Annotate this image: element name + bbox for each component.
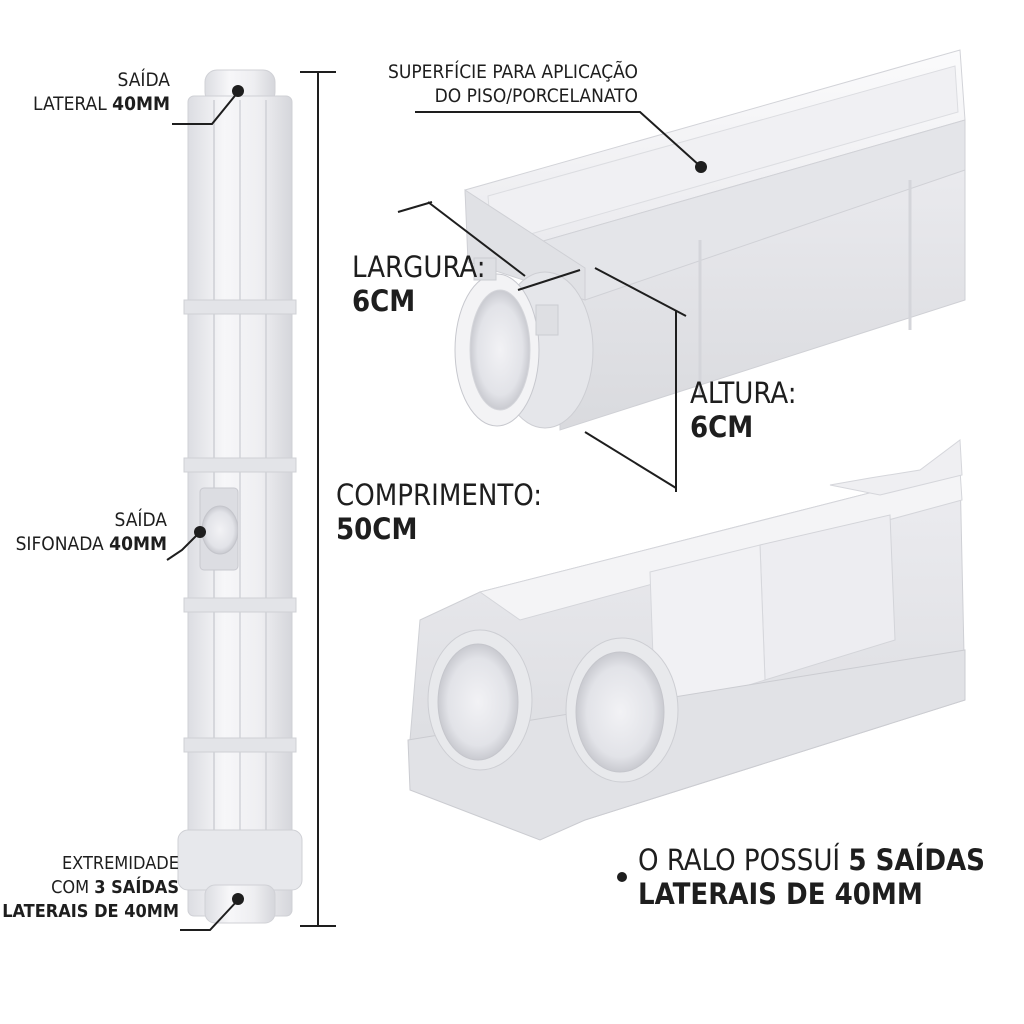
dot-extremidade [232, 893, 244, 905]
label-altura: ALTURA: 6CM [690, 376, 797, 444]
label-ralo-saidas: O RALO POSSUÍ 5 SAÍDAS LATERAIS DE 40MM [638, 843, 985, 911]
dot-ralo [617, 872, 627, 882]
annotation-dots [194, 85, 707, 905]
label-comprimento: COMPRIMENTO: 50CM [336, 478, 543, 546]
dot-superficie [695, 161, 707, 173]
label-extremidade: EXTREMIDADE COM 3 SAÍDAS LATERAIS DE 40M… [2, 853, 179, 922]
label-largura: LARGURA: 6CM [352, 250, 486, 318]
label-saida-lateral: SAÍDA LATERAL 40MM [33, 69, 170, 115]
vertical-drain-image [177, 69, 303, 924]
label-saida-sifonada: SAÍDA SIFONADA 40MM [15, 509, 167, 555]
dot-saida-sifonada [194, 526, 206, 538]
dot-saida-lateral [232, 85, 244, 97]
label-superficie: SUPERFÍCIE PARA APLICAÇÃO DO PISO/PORCEL… [387, 61, 638, 107]
bottom-drain-image [407, 439, 966, 841]
top-drain-image [454, 49, 966, 431]
annotation-lines [166, 71, 701, 931]
